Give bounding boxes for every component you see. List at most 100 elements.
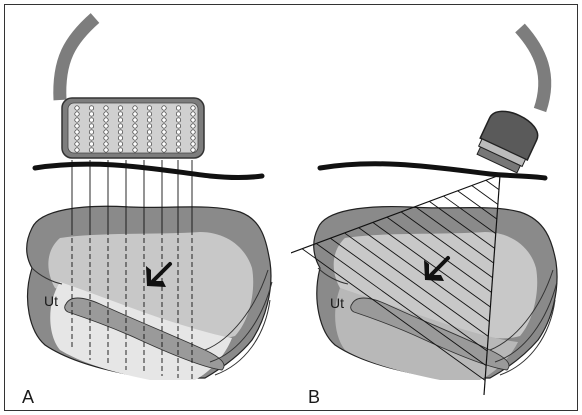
transducer-element — [88, 117, 95, 123]
transducer-element — [103, 141, 109, 147]
organ-label-a: Ut — [44, 293, 58, 309]
transducer-element — [146, 147, 153, 153]
sector-scan-line — [316, 243, 487, 367]
tissue-inner-b — [333, 232, 538, 339]
sector-edge-left — [291, 174, 501, 254]
transducer-element — [103, 129, 109, 135]
panel-a: Ut A — [22, 13, 273, 407]
transducer-element — [175, 105, 182, 111]
transducer-element — [103, 105, 109, 111]
transducer-element — [103, 117, 109, 123]
transducer-element — [175, 147, 182, 153]
transducer-element — [132, 129, 138, 135]
transducer-element — [132, 135, 138, 141]
transducer-element — [74, 141, 80, 147]
transducer-element — [117, 105, 124, 111]
figure-border — [4, 4, 578, 411]
transducer-element — [117, 141, 124, 147]
transducer-element — [146, 117, 153, 123]
transducer-element — [117, 147, 124, 153]
transducer-element — [190, 129, 196, 135]
sector-scan-line — [457, 190, 498, 220]
transducer-element — [74, 105, 80, 111]
transducer-element — [74, 147, 80, 153]
fold-line-b1 — [489, 269, 554, 351]
sector-scan-line — [443, 195, 496, 235]
sector-scan-line — [372, 222, 491, 308]
panel-b: Ut B — [291, 23, 558, 407]
arrow-a — [146, 262, 172, 287]
panel-letter-a: A — [22, 387, 34, 407]
fold-line-a2 — [209, 281, 273, 363]
transducer-element — [146, 129, 153, 135]
transducer-element — [132, 105, 138, 111]
fold-line-b4 — [317, 267, 349, 285]
sector-scan-line — [400, 211, 493, 279]
fold-line-b3 — [499, 299, 556, 376]
skin-line-a — [32, 161, 265, 180]
sector-scan-line — [301, 248, 486, 381]
sector-edge-right — [483, 174, 501, 396]
transducer-element — [117, 129, 124, 135]
transducer-element — [161, 111, 167, 117]
sector-probe — [476, 110, 539, 174]
transducer-element — [190, 141, 196, 147]
transducer-element — [146, 135, 153, 141]
transducer-element — [88, 105, 95, 111]
transducer-elements-a — [74, 105, 196, 153]
sector-scan-line — [344, 232, 489, 337]
transducer-element — [190, 135, 196, 141]
transducer-element — [161, 117, 167, 123]
transducer-element — [161, 105, 167, 111]
skin-line-b — [317, 161, 548, 181]
probe-cable-b — [515, 23, 552, 113]
probe-tip-b — [476, 146, 521, 174]
sector-scan-line — [414, 206, 494, 264]
transducer-element — [74, 123, 80, 129]
transducer-element — [146, 111, 153, 117]
transducer-element — [161, 135, 167, 141]
transducer-element — [190, 147, 196, 153]
transducer-element — [132, 141, 138, 147]
transducer-element — [146, 141, 153, 147]
transducer-element — [132, 117, 138, 123]
transducer-element — [88, 123, 95, 129]
transducer-element — [175, 123, 182, 129]
transducer-element — [103, 123, 109, 129]
transducer-element — [161, 147, 167, 153]
transducer-element — [132, 123, 138, 129]
transducer-element — [161, 129, 167, 135]
transducer-element — [175, 141, 182, 147]
sector-scan-line — [386, 216, 492, 293]
probe-cable-a — [53, 13, 100, 101]
transducer-element — [175, 111, 182, 117]
transducer-element — [175, 117, 182, 123]
transducer-element — [103, 147, 109, 153]
transducer-element — [175, 129, 182, 135]
sector-arcs — [301, 179, 500, 381]
transducer-element — [88, 111, 95, 117]
transducer-element — [190, 105, 196, 111]
transducer-element — [117, 123, 124, 129]
transducer-element — [190, 117, 196, 123]
uterus-b — [350, 297, 510, 371]
transducer-element — [132, 147, 138, 153]
arrow-b — [424, 256, 450, 281]
fold-line-a4 — [31, 267, 63, 285]
transducer-element — [190, 111, 196, 117]
scan-lines-a — [71, 160, 193, 380]
probe-head-b — [479, 110, 539, 162]
sector-scan-line — [330, 237, 488, 352]
sector-scan-line — [485, 179, 500, 191]
sector-scan-line — [358, 227, 490, 323]
panel-letter-b: B — [308, 387, 320, 407]
transducer-element — [117, 111, 124, 117]
transducer-element — [117, 135, 124, 141]
transducer-element — [190, 123, 196, 129]
transducer-element — [161, 141, 167, 147]
transducer-element — [74, 129, 80, 135]
transducer-element — [74, 135, 80, 141]
transducer-element — [88, 147, 95, 153]
fold-line-a1 — [204, 269, 269, 351]
